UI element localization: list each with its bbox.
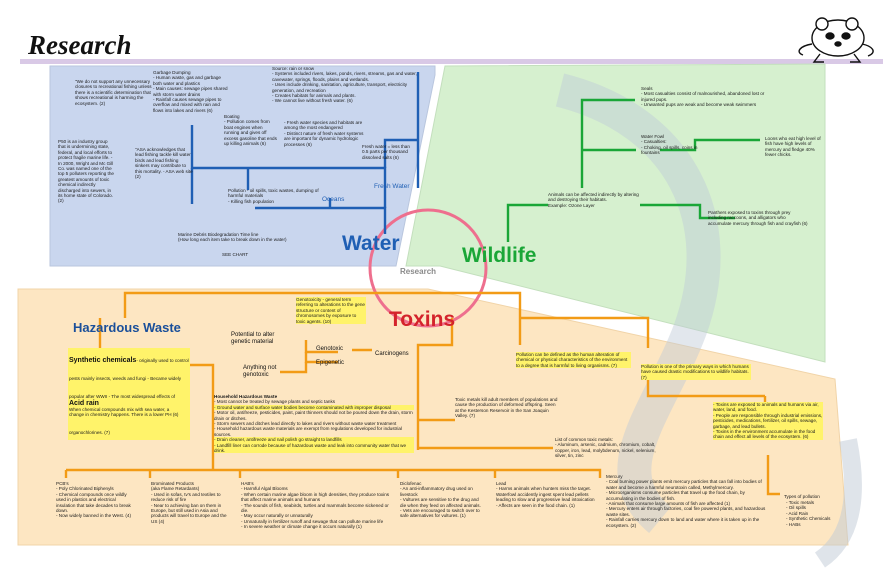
toxins-potential: Potential to alter genetic material — [231, 332, 275, 345]
genotoxic-line-4 — [280, 362, 308, 374]
household-line-2: - Motor oil, antifreeze, pesticides, pai… — [214, 410, 413, 421]
water-source: Source: rain or snow - Systems included … — [272, 66, 417, 104]
water-oceans-label: Oceans — [322, 196, 345, 203]
acid-text: When chemical compounds mix with sea wat… — [69, 407, 179, 418]
toxins-types-title: Types of pollution — [784, 494, 820, 499]
bottom-pcbs: PCB's - Poly Chlorinated Biphenyls - Che… — [56, 481, 131, 519]
water-asa: "ASA acknowledges that lead fishing tack… — [135, 147, 193, 180]
water-line-4 — [383, 138, 418, 168]
wildlife-water-fowl: Water Fowl - Casualties: - Choking, oil … — [641, 134, 698, 156]
household-line-5: - Drain cleaner, antifreeze and nail pol… — [214, 437, 414, 443]
research-circle — [368, 208, 488, 328]
wildlife-line-1 — [506, 203, 548, 242]
water-fresh-less: Fresh water = less than 0.5 parts per th… — [362, 144, 410, 160]
toxins-genotoxic: Genotoxic — [316, 346, 344, 352]
water-fresh-water-label: Fresh Water — [374, 183, 410, 190]
water-oil-spills: Pollution - oil spills, toxic wastes, du… — [228, 188, 319, 204]
toxins-epigenetic: Epigenetic — [316, 360, 345, 366]
wildlife-region — [405, 63, 826, 363]
water-see-chart[interactable]: SEE CHART — [222, 252, 249, 257]
synthetic-text: - originally used to control pests mainl… — [69, 358, 189, 435]
water-region — [49, 65, 436, 267]
toxins-line-2 — [520, 316, 650, 348]
toxins-types: - Toxic metals - Oil spills - Acid Rain … — [786, 500, 831, 527]
toxins-line-bottom — [66, 468, 602, 478]
toxins-region — [17, 288, 849, 546]
bottom-mercury: Mercury - Coal burning power plants emit… — [606, 474, 766, 528]
center-research-label: Research — [400, 267, 437, 276]
wildlife-label: Wildlife — [462, 244, 537, 267]
household-line-0: - Most cannot be treated by sewage plant… — [214, 399, 336, 405]
wildlife-panthers: Panthers exposed to toxins through prey … — [708, 210, 808, 226]
toxins-genotoxicity: Genotoxicity - general term referring to… — [296, 297, 366, 325]
water-boating: Boating - Pollution comes from boat engi… — [224, 114, 277, 147]
toxins-primary-ways: Pollution is one of the primary ways in … — [641, 364, 751, 381]
toxins-label: Toxins — [389, 308, 456, 331]
wildlife-indirect: Animals can be affected indirectly by al… — [548, 192, 639, 208]
decorative-swirl — [555, 73, 721, 534]
household-line-3: - Storm sewers and ditches lead directly… — [214, 421, 397, 427]
hazardous-label: Hazardous Waste — [73, 320, 181, 335]
water-fresh-species: - Fresh water species and habitats are a… — [284, 120, 364, 147]
wildlife-loons: Loons who eat high level of fish have hi… — [765, 136, 821, 158]
bottom-diclofenac: Diclofenac - An anti-inflammatory drug u… — [400, 481, 481, 519]
toxins-common-metals: List of common toxic metals: - Aluminum,… — [555, 437, 656, 459]
acid-box: Acid rain When chemical compounds mix wi… — [68, 399, 180, 419]
wildlife-line-5 — [640, 203, 735, 220]
household-title: Household Hazardous Waste — [214, 394, 278, 399]
bottom-lead: Lead - Harms animals when hunters miss t… — [496, 481, 595, 508]
water-p50: P50 is an industry group that is undermi… — [58, 139, 114, 204]
water-label: Water — [342, 232, 400, 255]
wildlife-line-4 — [660, 138, 760, 152]
bottom-habs: HAB's - Harmful Algal Blooms - When cert… — [241, 481, 390, 530]
wildlife-seals: Seals - Most casualties consist of malno… — [641, 86, 765, 108]
toxins-line-6 — [416, 318, 454, 450]
water-quote: "We do not support any unnecessary closu… — [75, 79, 152, 106]
decorative-swirl-2 — [814, 438, 862, 568]
household-line-1: - Ground water and surface water bodies … — [214, 404, 414, 411]
toxins-anything-not: Anything not genotoxic — [243, 365, 277, 378]
toxins-line-5 — [766, 455, 780, 496]
toxins-carcinogens: Carcinogens — [375, 351, 409, 357]
bottom-brominated: Brominated Products (aka Flame Retardant… — [151, 481, 227, 524]
toxins-line-left — [183, 363, 215, 392]
acid-title: Acid rain — [69, 400, 99, 407]
water-line-2 — [190, 125, 387, 208]
toxins-pollution-def: Pollution can be defined as the human al… — [516, 352, 631, 369]
water-garbage: Garbage Dumping - Human waste, gas and g… — [153, 70, 228, 113]
water-marine-debris: Marine Debris Biodegradation Time line (… — [178, 232, 287, 243]
synthetic-box: Synthetic chemicals- originally used to … — [68, 348, 190, 440]
page-title: Research — [28, 30, 132, 60]
wildlife-line-2 — [580, 98, 635, 188]
toxins-toxic-metals: Toxic metals kill adult members of popul… — [455, 397, 558, 419]
toxins-exposed: - Toxins are exposed to animals and huma… — [713, 402, 823, 440]
household-box: Household Hazardous Waste - Most cannot … — [214, 394, 414, 454]
household-line-6: - Landfill liner can corrode because of … — [214, 442, 414, 454]
title-underline — [20, 59, 883, 64]
household-line-4: - Household hazardous waste materials ar… — [214, 426, 402, 437]
synthetic-title: Synthetic chemicals — [69, 357, 137, 364]
